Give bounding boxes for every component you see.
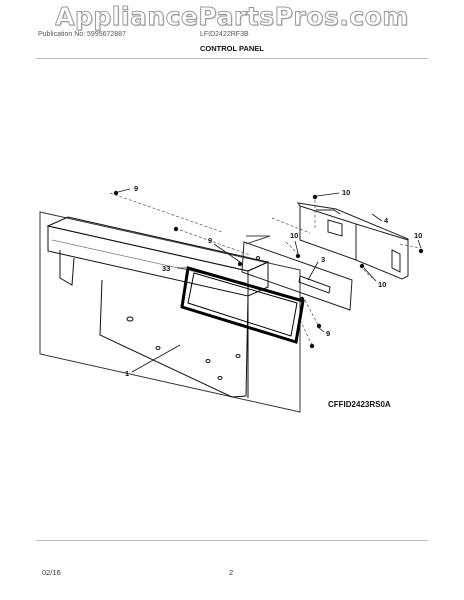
callout-10-right: 10 xyxy=(414,231,422,240)
footer-date: 02/16 xyxy=(42,568,61,577)
screws xyxy=(113,190,424,349)
header-divider xyxy=(36,58,428,59)
part-1-control-panel xyxy=(46,216,270,398)
footer-divider xyxy=(36,540,428,541)
assembly-lines xyxy=(109,192,421,346)
callout-10-lower: 10 xyxy=(378,280,386,289)
publication-number: Publication No: 5995672887 xyxy=(38,31,126,38)
part-3-control-board xyxy=(241,235,353,311)
diagram-code: CFFID2423RS0A xyxy=(328,400,391,409)
part-4-rear-cover xyxy=(296,202,409,280)
callout-9-top: 9 xyxy=(134,184,138,193)
callout-9-mid: 9 xyxy=(208,236,212,245)
callout-3: 3 xyxy=(321,255,325,264)
callout-33: 33 xyxy=(162,264,170,273)
callout-9-lower: 9 xyxy=(326,329,330,338)
callout-10-mid: 10 xyxy=(290,231,298,240)
leader-lines xyxy=(117,188,422,373)
callout-10-top: 10 xyxy=(342,188,350,197)
watermark: AppliancePartsPros.com xyxy=(55,2,409,32)
page-number: 2 xyxy=(229,568,234,577)
frame-outline xyxy=(39,211,301,413)
page-title: CONTROL PANEL xyxy=(200,44,264,53)
callout-4: 4 xyxy=(384,216,389,225)
model-number: LFID2422RF3B xyxy=(200,31,249,38)
part-33-gasket xyxy=(180,266,305,344)
callout-1: 1 xyxy=(125,369,129,378)
